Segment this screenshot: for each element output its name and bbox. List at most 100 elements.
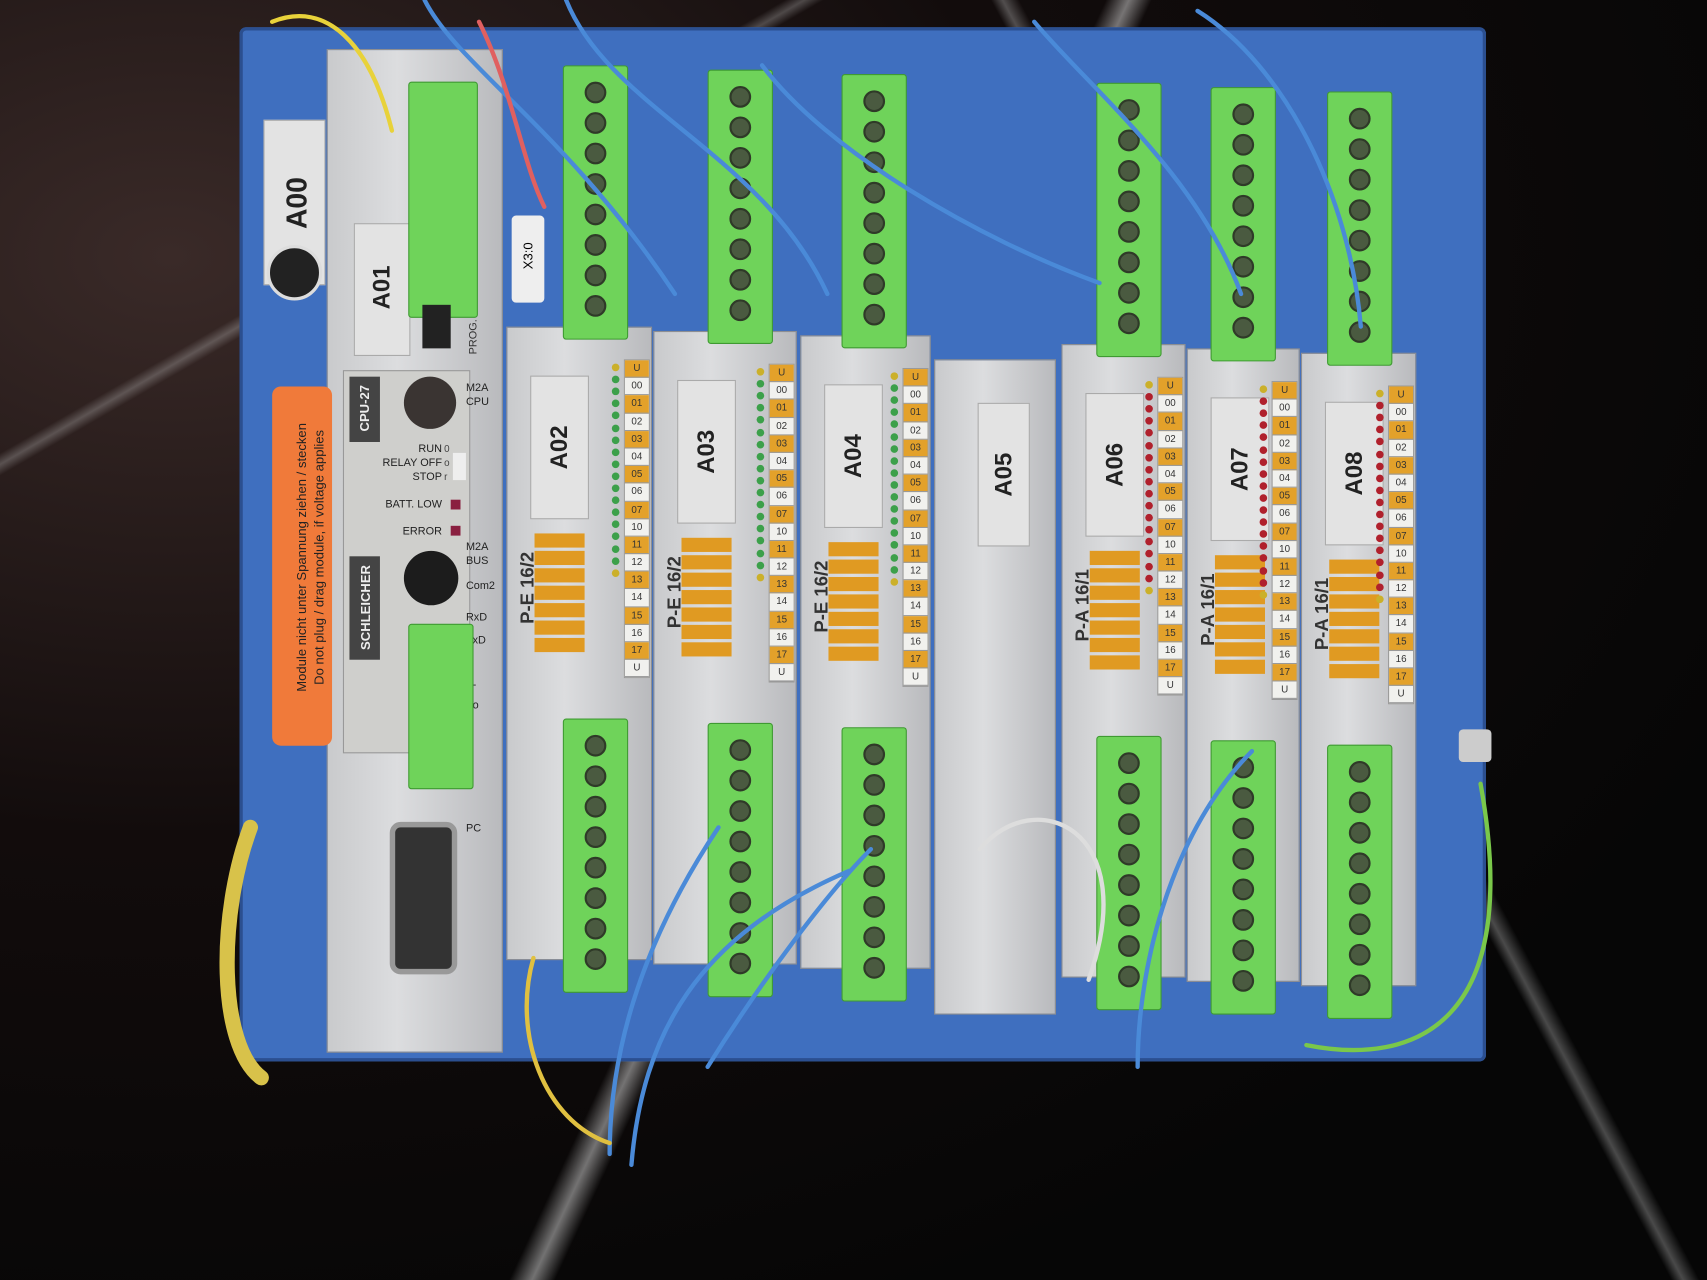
channel-led — [1259, 506, 1267, 514]
channel-led — [611, 532, 619, 541]
channel-led — [1375, 389, 1384, 398]
channel-led — [1144, 441, 1153, 450]
error-led — [450, 525, 461, 536]
channel-led — [889, 517, 898, 525]
channel-led — [756, 500, 764, 509]
channel-led — [611, 508, 619, 517]
bottom-terminal-block — [1210, 740, 1276, 1015]
channel-led — [889, 481, 898, 489]
top-terminal-block — [562, 65, 629, 340]
channel-led — [1144, 477, 1153, 486]
led-column — [1256, 381, 1269, 603]
channel-led — [889, 396, 898, 405]
bottom-terminal-block — [562, 718, 629, 993]
channel-led — [1259, 445, 1267, 454]
channel-led — [756, 392, 764, 400]
ground-terminal — [1458, 729, 1492, 763]
led-column — [1373, 385, 1386, 607]
channel-led — [756, 512, 764, 521]
channel-led — [1144, 574, 1153, 582]
cpu-top-terminal — [408, 81, 478, 318]
channel-led — [1144, 538, 1153, 546]
channel-led — [889, 432, 898, 441]
channel-led — [611, 387, 619, 396]
channel-led — [1259, 542, 1267, 551]
slot-label-a01: A01 — [353, 223, 411, 356]
slot-label: A04 — [824, 384, 883, 528]
channel-led — [1144, 393, 1153, 401]
channel-led — [1375, 595, 1384, 603]
led-column — [609, 359, 622, 581]
channel-led — [611, 436, 619, 444]
channel-led — [889, 384, 898, 393]
led-column — [887, 368, 900, 590]
channel-led — [889, 493, 898, 501]
channel-led — [1259, 482, 1267, 490]
channel-led — [889, 469, 898, 477]
top-terminal-block — [841, 74, 907, 349]
channel-led — [611, 424, 619, 432]
channel-led — [756, 380, 764, 388]
channel-led — [756, 428, 764, 437]
channel-led — [756, 476, 764, 485]
channel-led — [889, 372, 898, 381]
channel-led — [1259, 397, 1267, 406]
channel-led — [1259, 566, 1267, 575]
channel-led — [611, 375, 619, 384]
run-stop-switch[interactable] — [452, 452, 466, 481]
channel-led — [611, 484, 619, 493]
channel-led — [1375, 558, 1384, 567]
channel-led — [1144, 526, 1153, 534]
channel-led — [611, 520, 619, 529]
channel-led — [889, 565, 898, 574]
channel-led — [611, 460, 619, 468]
bottom-terminal-block — [1096, 735, 1162, 1011]
channel-led — [1259, 578, 1267, 587]
channel-led — [1259, 518, 1267, 526]
channel-led — [1375, 401, 1384, 410]
channel-led — [1375, 462, 1384, 470]
channel-led — [1144, 429, 1153, 438]
top-terminal-block — [1096, 82, 1162, 358]
rotary-address-switch[interactable] — [266, 244, 323, 301]
channel-led — [889, 456, 898, 465]
channel-led — [1144, 417, 1153, 425]
channel-led — [1375, 438, 1384, 446]
channel-led — [611, 412, 619, 420]
channel-led — [1375, 522, 1384, 531]
slot-label: A05 — [977, 402, 1030, 547]
channel-led — [756, 537, 764, 545]
marking-bars — [828, 542, 879, 664]
channel-led — [756, 416, 764, 424]
channel-led — [1375, 498, 1384, 507]
channel-led — [1375, 534, 1384, 543]
channel-led — [611, 556, 619, 565]
channel-led — [1144, 550, 1153, 558]
bottom-terminal-block — [841, 727, 907, 1002]
io-module-a05: A05 — [934, 98, 1056, 1023]
marking-bars — [1089, 550, 1140, 673]
fuse-cpu[interactable] — [403, 376, 457, 429]
channel-led — [611, 496, 619, 505]
channel-led — [889, 505, 898, 513]
channel-led — [1144, 405, 1153, 413]
channel-led — [756, 464, 764, 473]
channel-led — [1375, 450, 1384, 458]
pc-port-dsub[interactable] — [389, 821, 458, 975]
channel-led — [889, 408, 898, 417]
fuse-bus[interactable] — [403, 550, 459, 606]
prog-switch[interactable] — [422, 304, 451, 349]
channel-led — [1259, 590, 1267, 599]
channel-led — [1375, 474, 1384, 482]
led-column — [753, 364, 766, 586]
channel-led — [756, 452, 764, 461]
channel-led — [1375, 570, 1384, 579]
channel-led — [1259, 494, 1267, 502]
